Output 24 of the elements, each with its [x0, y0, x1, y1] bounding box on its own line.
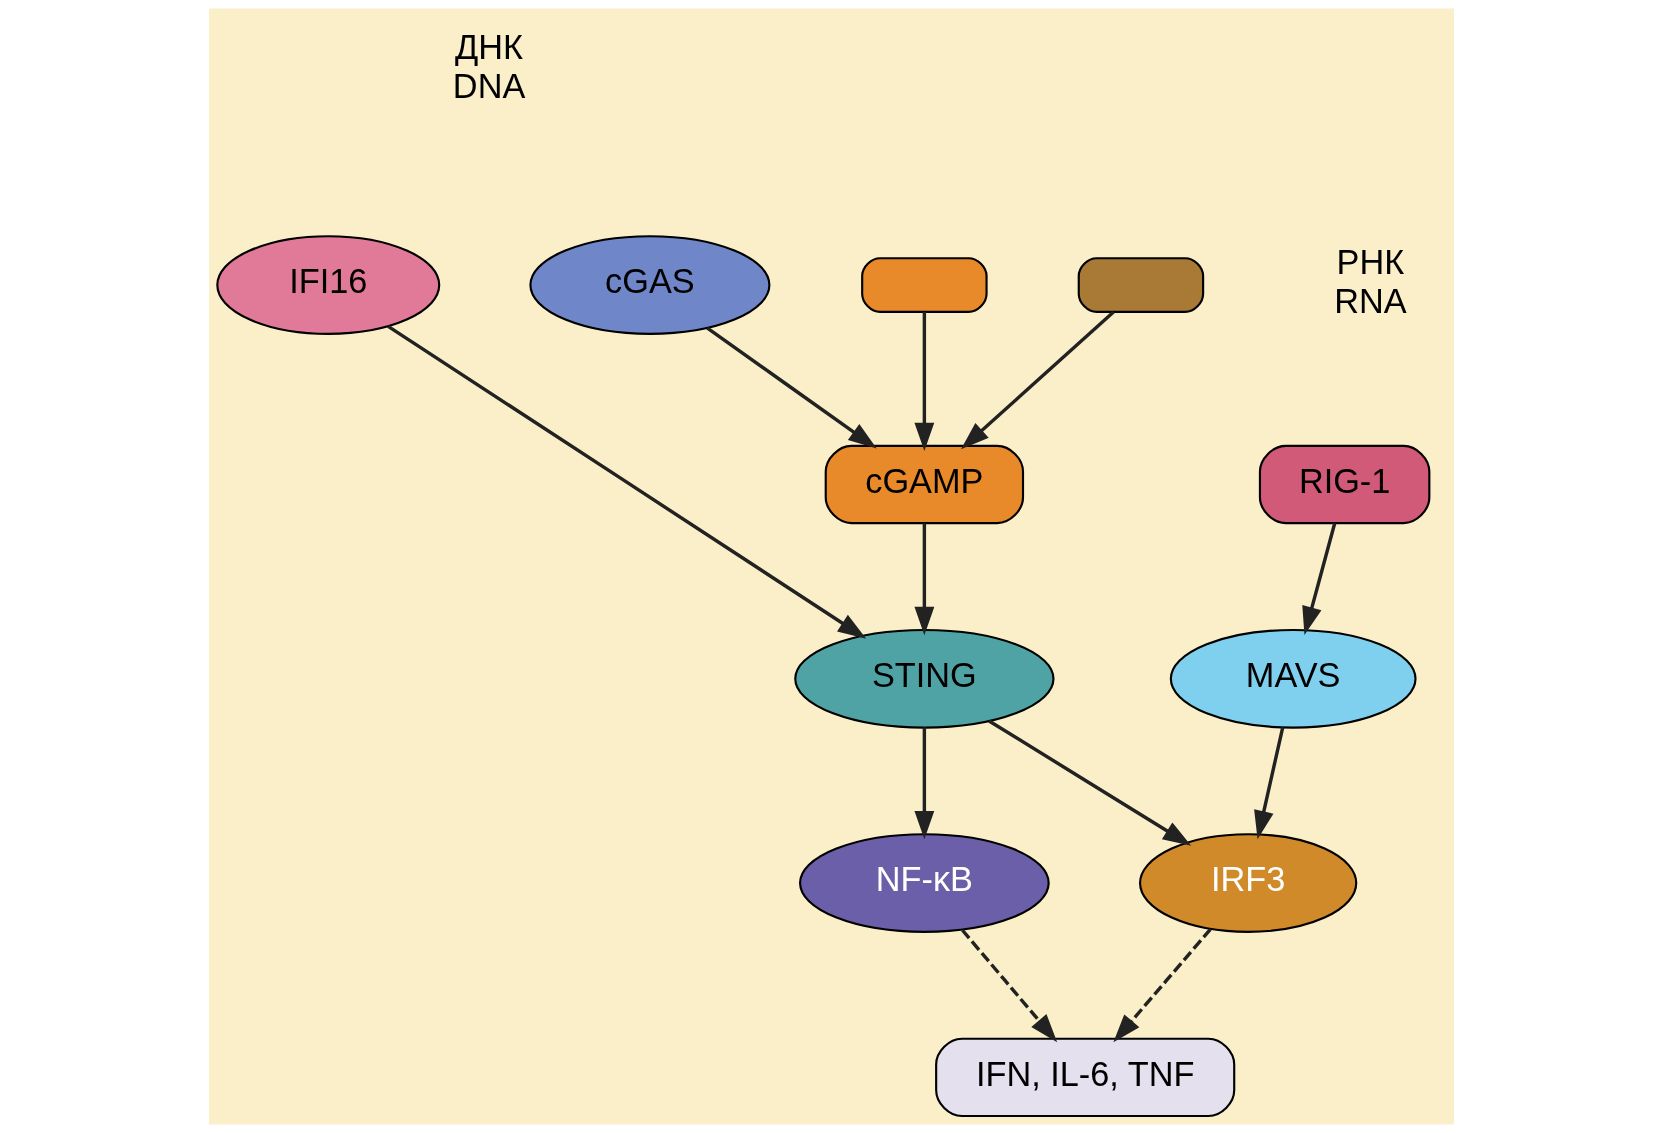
node-text: ДНК DNA — [452, 28, 525, 106]
node-box — [860, 257, 988, 313]
node-box: IFN, IL-6, TNF — [934, 1037, 1235, 1118]
node-box — [1077, 257, 1204, 313]
node-ellipse: MAVS — [1169, 628, 1417, 729]
node-text: РНК RNA — [1333, 242, 1407, 320]
arrow — [913, 523, 934, 636]
node-ellipse: cGAS — [528, 235, 770, 335]
node-ellipse: IRF3 — [1138, 833, 1357, 933]
node-box: RIG-1 — [1258, 444, 1430, 525]
arrow — [960, 929, 1057, 1043]
arrow — [1253, 726, 1284, 840]
arrow — [386, 324, 866, 639]
arrow — [987, 719, 1191, 846]
node-ellipse: IFI16 — [215, 235, 440, 335]
node-ellipse: NF-κB — [798, 833, 1050, 933]
node-ellipse: STING — [793, 628, 1055, 729]
arrow — [913, 727, 934, 840]
arrow — [1112, 928, 1212, 1043]
arrow — [913, 311, 934, 452]
arrow — [960, 310, 1115, 450]
node-box: cGAMP — [824, 444, 1024, 525]
arrow — [705, 326, 877, 449]
arrow — [1301, 522, 1336, 636]
